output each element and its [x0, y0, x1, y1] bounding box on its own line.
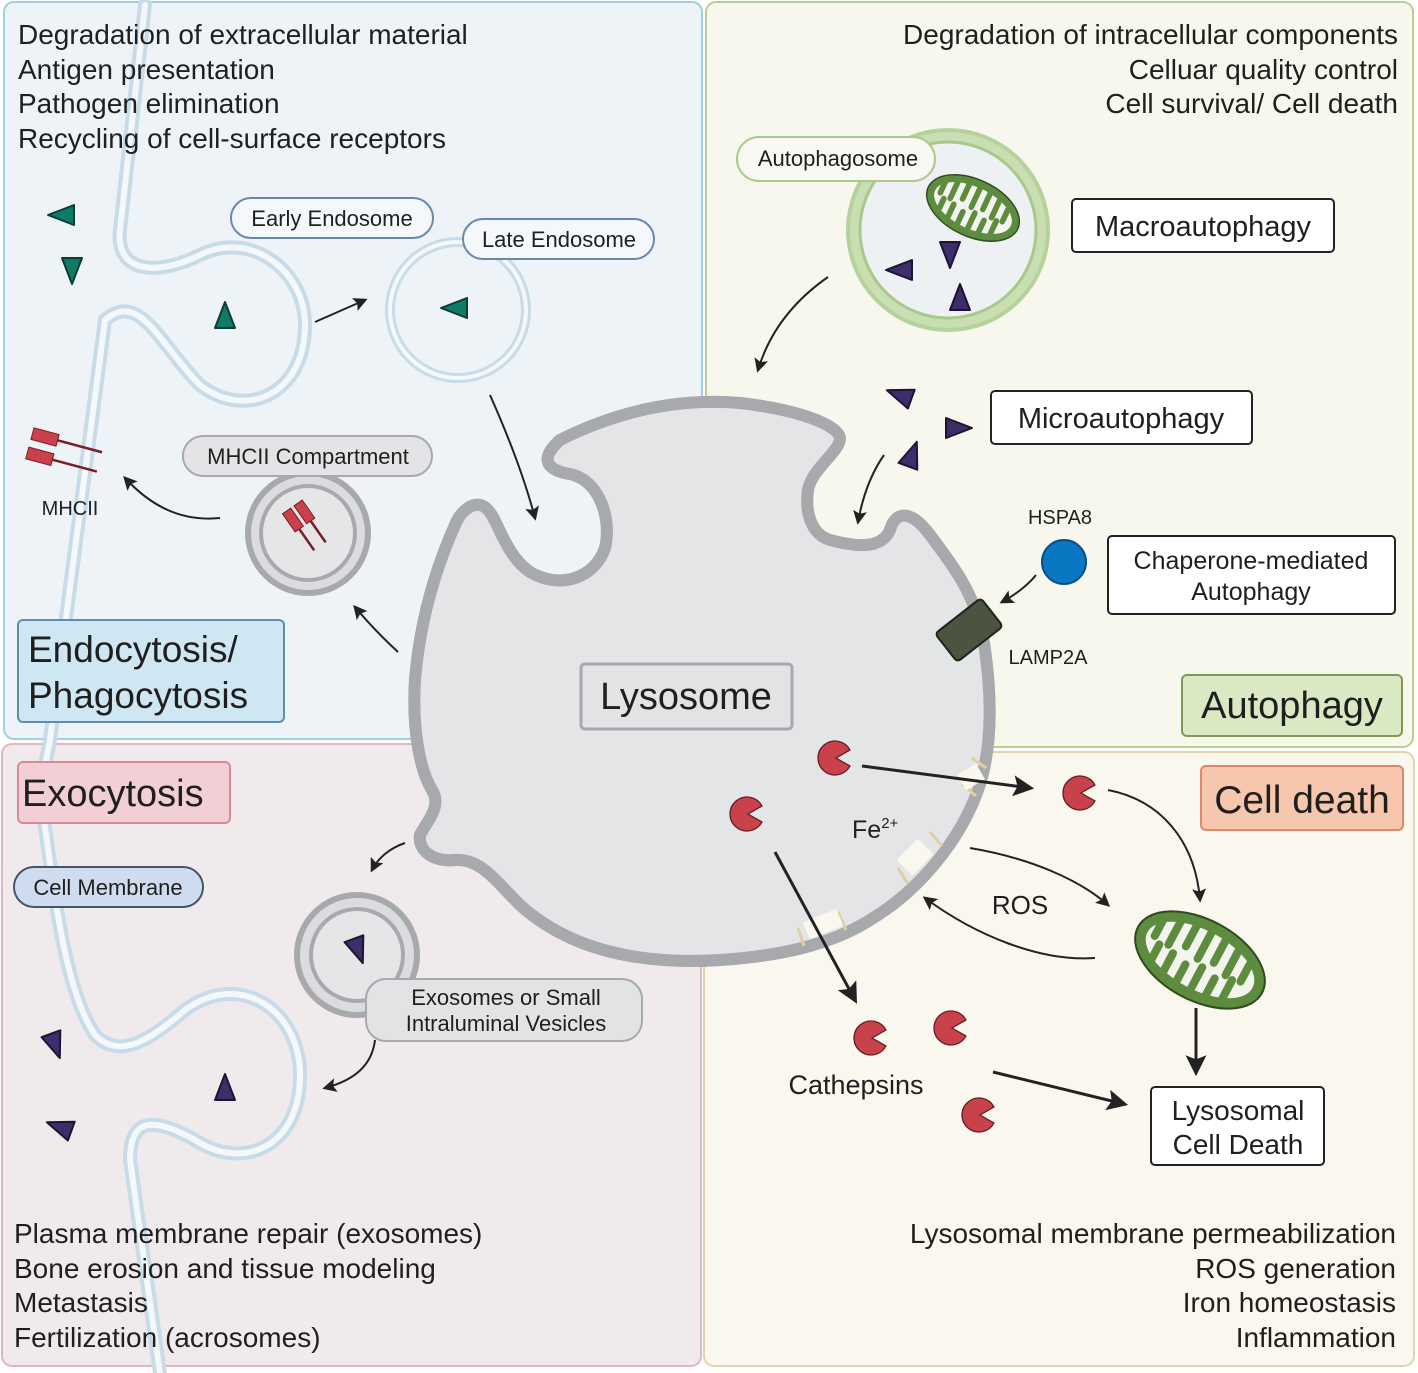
svg-text:Intraluminal Vesicles: Intraluminal Vesicles [406, 1011, 607, 1036]
mhcii-molecule-icon [281, 499, 327, 552]
membrane-pores [796, 756, 987, 947]
late-endosome [385, 237, 531, 383]
endocytosis-function-item: Recycling of cell-surface receptors [18, 123, 446, 154]
exocytosis-function-item: Bone erosion and tissue modeling [14, 1253, 436, 1284]
endocytosis-function-item: Pathogen elimination [18, 88, 280, 119]
arrow-ros-to-lysosome [922, 896, 1096, 960]
svg-text:Lysosome: Lysosome [600, 676, 772, 718]
early-endosome-label: Early Endosome [230, 197, 434, 239]
arrow-macroautophagy [754, 276, 829, 373]
svg-text:Late Endosome: Late Endosome [482, 227, 636, 252]
macroautophagy-label: Macroautophagy [1071, 198, 1335, 253]
svg-text:Autophagy: Autophagy [1191, 578, 1311, 606]
lamp2a-icon [935, 598, 1003, 662]
autophagy-functions: Degradation of intracellular components … [903, 19, 1398, 119]
arrow-mhcii-to-surface [123, 475, 221, 520]
svg-text:Endocytosis/: Endocytosis/ [28, 629, 238, 670]
svg-text:Cell death: Cell death [1214, 779, 1390, 822]
arrow-cathepsin-to-mitochondrion [1107, 789, 1207, 903]
arrow-exosome-to-membrane [322, 1039, 376, 1092]
membrane-pore-gaps [802, 763, 986, 940]
svg-text:Lysosomal: Lysosomal [1172, 1095, 1305, 1126]
cell-death-function-item: ROS generation [1195, 1253, 1396, 1284]
autophagosome-label: Autophagosome [736, 136, 936, 182]
arrow-cathepsin-release [861, 764, 1035, 797]
svg-text:Cell Membrane: Cell Membrane [33, 875, 182, 900]
arrow-lysosome-to-exosome [370, 842, 406, 873]
svg-text:Cell Death: Cell Death [1173, 1129, 1304, 1160]
iron-label: Fe2+ [852, 815, 899, 844]
exosomes-label: Exosomes or Small Intraluminal Vesicles [365, 978, 643, 1042]
mhcii-label: MHCII [42, 498, 99, 520]
svg-text:Early Endosome: Early Endosome [251, 206, 412, 231]
late-endosome-label: Late Endosome [462, 218, 655, 260]
arrow-cathepsins-to-death [992, 1070, 1129, 1111]
hspa8-label: HSPA8 [1028, 507, 1092, 529]
lysosome-label: Lysosome [579, 662, 794, 731]
svg-text:Autophagy: Autophagy [1201, 685, 1383, 727]
mhcii-compartment [245, 470, 371, 596]
svg-text:Phagocytosis: Phagocytosis [28, 675, 248, 716]
endocytosis-title: Endocytosis/ Phagocytosis [17, 619, 285, 723]
svg-text:MHCII Compartment: MHCII Compartment [207, 444, 409, 469]
arrow-cathepsin-leak [773, 851, 857, 1004]
svg-text:Exosomes or Small: Exosomes or Small [411, 985, 601, 1010]
arrow-iron-to-mitochondrion [969, 847, 1111, 907]
svg-text:Macroautophagy: Macroautophagy [1095, 211, 1312, 243]
cathepsins-label: Cathepsins [788, 1070, 923, 1100]
cma-label: Chaperone-mediated Autophagy [1107, 535, 1396, 615]
exocytosis-function-item: Plasma membrane repair (exosomes) [14, 1218, 482, 1249]
svg-text:Microautophagy: Microautophagy [1018, 403, 1225, 435]
arrow-microautophagy [853, 454, 885, 525]
autophagy-function-item: Cell survival/ Cell death [1105, 88, 1398, 119]
cell-death-title: Cell death [1200, 765, 1404, 831]
cell-death-function-item: Inflammation [1236, 1322, 1396, 1353]
mhcii-surface-icon [25, 427, 103, 473]
arrow-early-to-late [314, 298, 368, 323]
exocytosis-title: Exocytosis [17, 761, 231, 824]
autophagy-function-item: Degradation of intracellular components [903, 19, 1398, 50]
cell-death-functions: Lysosomal membrane permeabilization ROS … [910, 1218, 1396, 1353]
cell-membrane-label: Cell Membrane [13, 866, 204, 908]
microautophagy-label: Microautophagy [990, 390, 1253, 445]
endocytosis-function-item: Degradation of extracellular material [18, 19, 468, 50]
autophagy-title: Autophagy [1181, 674, 1403, 737]
lamp2a-label: LAMP2A [1009, 647, 1089, 669]
hspa8-icon [1041, 539, 1087, 585]
cell-death-function-item: Iron homeostasis [1183, 1287, 1396, 1318]
arrow-hspa8-to-lamp2a [999, 574, 1037, 604]
exocytosis-functions: Plasma membrane repair (exosomes) Bone e… [14, 1218, 482, 1353]
lysosomal-cell-death-label: Lysosomal Cell Death [1150, 1086, 1325, 1166]
exocytosis-function-item: Fertilization (acrosomes) [14, 1322, 321, 1353]
autophagy-function-item: Celluar quality control [1129, 54, 1398, 85]
endocytosis-functions: Degradation of extracellular material An… [18, 19, 468, 154]
arrow-endosome-to-lysosome [489, 394, 539, 521]
exocytosis-function-item: Metastasis [14, 1287, 148, 1318]
endocytosis-function-item: Antigen presentation [18, 54, 275, 85]
cell-death-function-item: Lysosomal membrane permeabilization [910, 1218, 1396, 1249]
svg-text:Autophagosome: Autophagosome [758, 146, 918, 171]
panel-endocytosis [3, 1, 703, 740]
arrow-lysosome-to-mhcii [353, 604, 399, 653]
svg-text:Exocytosis: Exocytosis [22, 773, 204, 815]
ros-label: ROS [992, 890, 1048, 920]
mhcii-compartment-label: MHCII Compartment [182, 435, 433, 477]
svg-text:Chaperone-mediated: Chaperone-mediated [1134, 547, 1369, 575]
